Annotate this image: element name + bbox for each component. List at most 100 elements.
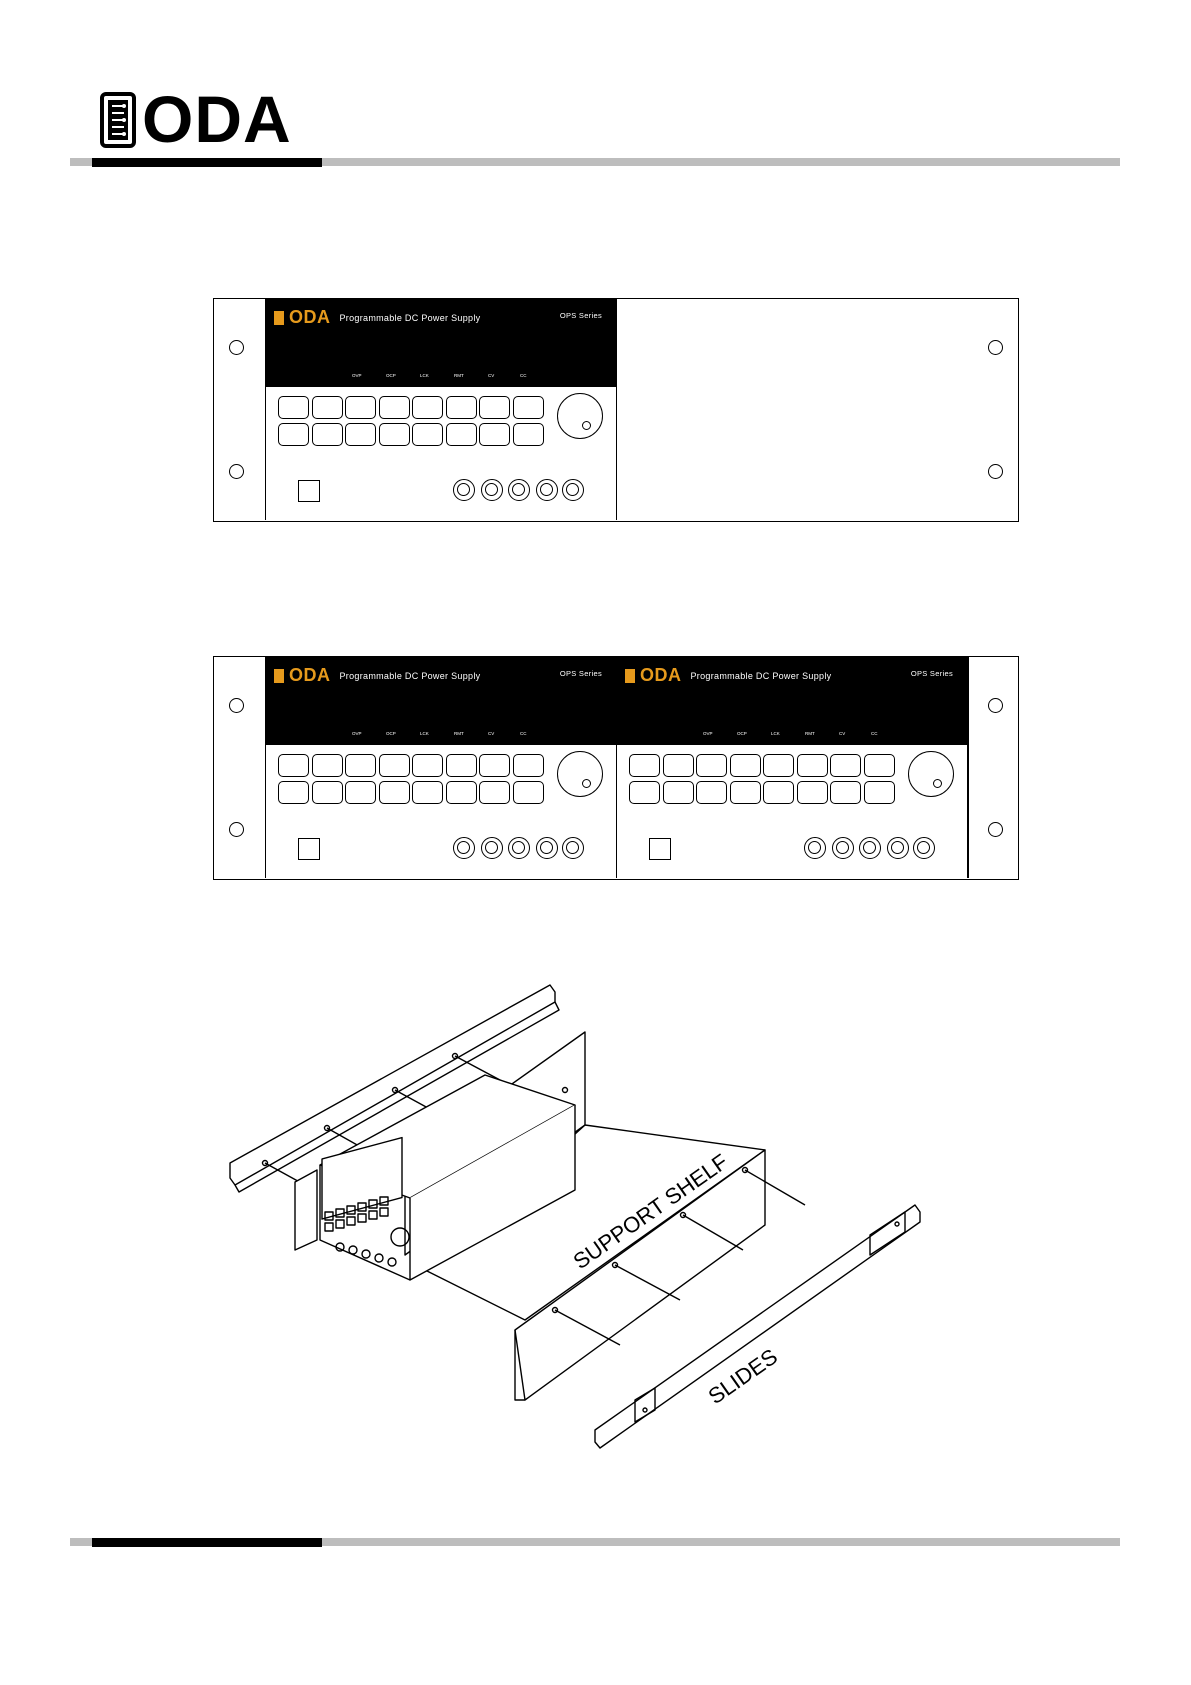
key[interactable] (412, 423, 443, 446)
output-terminal[interactable] (832, 837, 854, 859)
key[interactable] (446, 423, 477, 446)
key[interactable] (379, 781, 410, 804)
key[interactable] (763, 754, 794, 777)
key[interactable] (730, 754, 761, 777)
key[interactable] (379, 396, 410, 419)
annunciator-cc: CC (520, 731, 527, 736)
output-terminal[interactable] (536, 479, 558, 501)
power-switch[interactable] (298, 838, 320, 860)
power-supply-front-panel: ODA Programmable DC Power Supply OPS Ser… (265, 299, 617, 520)
mounting-hole (988, 698, 1003, 713)
key[interactable] (864, 754, 895, 777)
output-terminal[interactable] (562, 479, 584, 501)
key[interactable] (797, 754, 828, 777)
mounting-hole (229, 340, 244, 355)
rack-ear-left (214, 657, 266, 878)
key[interactable] (513, 423, 544, 446)
rack-mount-exploded-drawing: SUPPORT SHELF SLIDES (225, 980, 995, 1460)
key[interactable] (830, 781, 861, 804)
key[interactable] (629, 781, 660, 804)
key[interactable] (312, 781, 343, 804)
key[interactable] (312, 754, 343, 777)
key[interactable] (479, 754, 510, 777)
key[interactable] (696, 781, 727, 804)
rotary-knob[interactable] (908, 751, 954, 797)
annunciator-ocp: OCP (386, 373, 396, 378)
annunciator-cc: CC (520, 373, 527, 378)
key[interactable] (663, 781, 694, 804)
key[interactable] (663, 754, 694, 777)
key[interactable] (345, 781, 376, 804)
key[interactable] (696, 754, 727, 777)
key[interactable] (629, 754, 660, 777)
key[interactable] (763, 781, 794, 804)
key[interactable] (312, 396, 343, 419)
key[interactable] (278, 781, 309, 804)
output-terminal[interactable] (481, 479, 503, 501)
output-terminal[interactable] (536, 837, 558, 859)
output-terminal[interactable] (481, 837, 503, 859)
annunciator-cc: CC (871, 731, 878, 736)
output-terminal[interactable] (508, 479, 530, 501)
annunciator-rmt: RMT (454, 373, 464, 378)
key[interactable] (312, 423, 343, 446)
key[interactable] (446, 396, 477, 419)
rotary-knob[interactable] (557, 751, 603, 797)
unit-logo: ODA (289, 307, 331, 328)
key[interactable] (412, 396, 443, 419)
power-switch[interactable] (298, 480, 320, 502)
output-terminal[interactable] (913, 837, 935, 859)
key[interactable] (345, 396, 376, 419)
key[interactable] (345, 423, 376, 446)
mounting-hole (988, 822, 1003, 837)
output-terminal[interactable] (508, 837, 530, 859)
rack-panel-single: ODA Programmable DC Power Supply OPS Ser… (213, 298, 1019, 522)
unit-brand: ODA Programmable DC Power Supply (274, 307, 480, 328)
unit-logo: ODA (640, 665, 682, 686)
key[interactable] (513, 396, 544, 419)
oda-mini-icon (274, 311, 284, 325)
key[interactable] (513, 781, 544, 804)
power-switch[interactable] (649, 838, 671, 860)
key[interactable] (479, 396, 510, 419)
key[interactable] (864, 781, 895, 804)
key[interactable] (278, 754, 309, 777)
unit-brand: ODA Programmable DC Power Supply (274, 665, 480, 686)
key[interactable] (278, 423, 309, 446)
series-label: OPS Series (911, 669, 953, 678)
product-name: Programmable DC Power Supply (340, 671, 481, 681)
key[interactable] (830, 754, 861, 777)
output-terminal[interactable] (887, 837, 909, 859)
annunciator-lck: LCK (420, 373, 429, 378)
key[interactable] (412, 754, 443, 777)
key[interactable] (446, 781, 477, 804)
mounting-hole (229, 464, 244, 479)
key[interactable] (412, 781, 443, 804)
key[interactable] (446, 754, 477, 777)
mounting-hole (988, 464, 1003, 479)
key[interactable] (379, 754, 410, 777)
output-terminal[interactable] (453, 479, 475, 501)
key[interactable] (479, 423, 510, 446)
annunciator-ovp: OVP (703, 731, 713, 736)
annunciator-ovp: OVP (352, 373, 362, 378)
keypad (629, 754, 895, 804)
annunciator-rmt: RMT (805, 731, 815, 736)
output-terminal[interactable] (453, 837, 475, 859)
key[interactable] (797, 781, 828, 804)
key[interactable] (513, 754, 544, 777)
annunciator-ovp: OVP (352, 731, 362, 736)
output-terminal[interactable] (804, 837, 826, 859)
key[interactable] (479, 781, 510, 804)
rotary-knob[interactable] (557, 393, 603, 439)
annunciator-rmt: RMT (454, 731, 464, 736)
key[interactable] (379, 423, 410, 446)
key[interactable] (730, 781, 761, 804)
key[interactable] (345, 754, 376, 777)
output-terminal[interactable] (859, 837, 881, 859)
output-terminal[interactable] (562, 837, 584, 859)
annunciator-ocp: OCP (386, 731, 396, 736)
key[interactable] (278, 396, 309, 419)
keypad (278, 754, 544, 804)
mounting-hole (229, 822, 244, 837)
